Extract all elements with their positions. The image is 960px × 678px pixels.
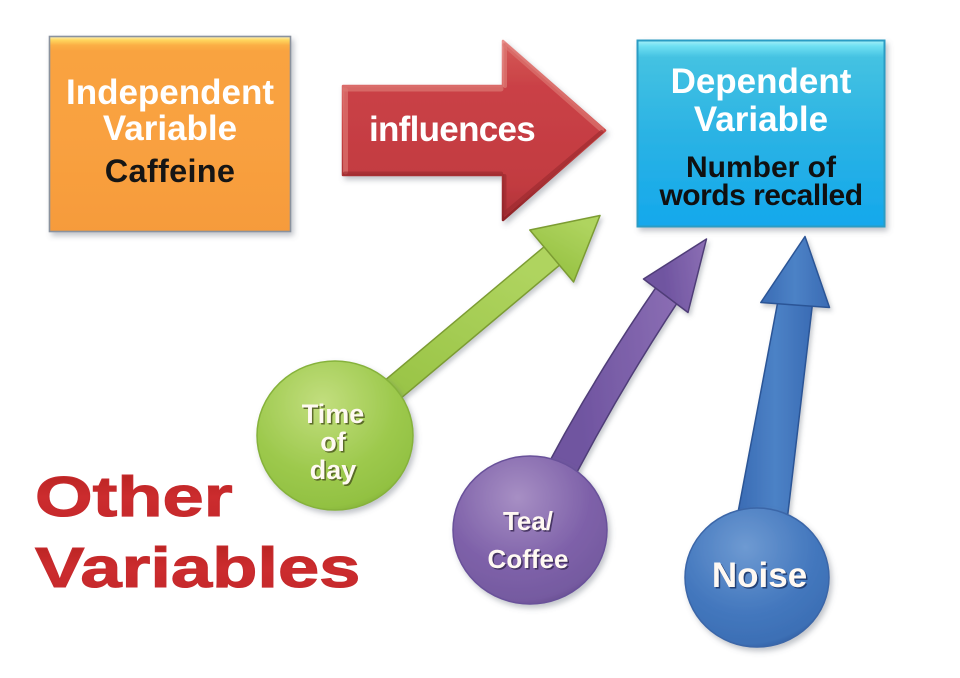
svg-text:Tea/: Tea/ — [504, 508, 554, 538]
svg-text:Variables: Variables — [35, 536, 360, 600]
svg-text:influences: influences — [369, 110, 535, 149]
svg-text:Number of: Number of — [686, 151, 837, 184]
svg-text:Tea/: Tea/ — [503, 506, 553, 536]
svg-text:Independent: Independent — [66, 73, 274, 112]
svg-text:Dependent: Dependent — [671, 62, 852, 101]
svg-text:Variable: Variable — [694, 100, 828, 139]
svg-text:Coffee: Coffee — [489, 546, 570, 576]
svg-text:Time: Time — [302, 399, 365, 429]
svg-text:Time: Time — [303, 401, 366, 431]
svg-text:Noise: Noise — [712, 556, 807, 595]
svg-text:Noise: Noise — [713, 558, 808, 597]
svg-text:Caffeine: Caffeine — [105, 153, 236, 189]
svg-text:Variable: Variable — [103, 109, 237, 148]
svg-text:day: day — [310, 455, 357, 485]
svg-text:Coffee: Coffee — [488, 544, 569, 574]
svg-text:day: day — [311, 457, 358, 487]
svg-text:Other: Other — [35, 465, 233, 529]
svg-text:of: of — [322, 429, 348, 459]
svg-text:of: of — [320, 427, 346, 457]
svg-text:words recalled: words recalled — [658, 179, 862, 212]
